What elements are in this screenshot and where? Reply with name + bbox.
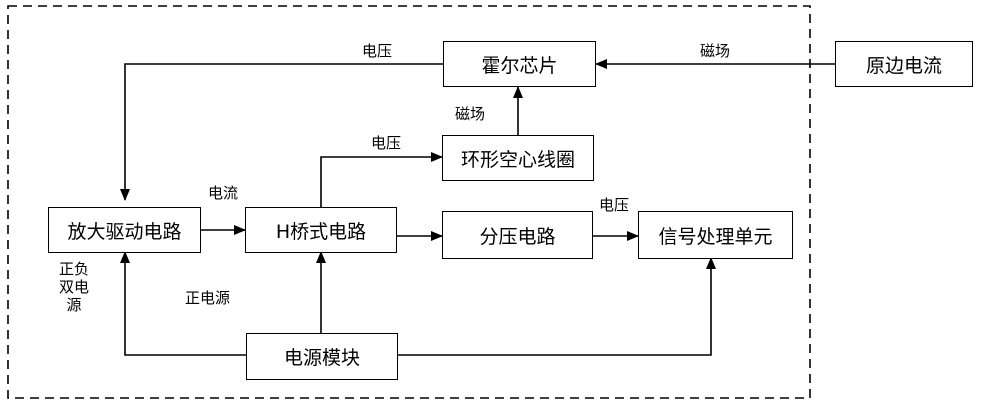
h-bridge-block: H桥式电路 bbox=[245, 207, 397, 253]
system-boundary bbox=[7, 5, 811, 399]
label-divider-to-signal: 电压 bbox=[599, 196, 630, 214]
toroidal-coil-block: 环形空心线圈 bbox=[442, 135, 594, 181]
label-dual-supply-line1: 正负 bbox=[58, 260, 90, 278]
label-dual-supply-line2: 双电 bbox=[58, 278, 90, 296]
power-module-block: 电源模块 bbox=[246, 333, 398, 380]
primary-current-block: 原边电流 bbox=[835, 41, 973, 87]
edge-power-to-amp bbox=[120, 251, 246, 356]
label-power-to-amp: 正负 双电 源 bbox=[54, 260, 94, 314]
label-dual-supply-line3: 源 bbox=[66, 296, 82, 314]
edge-hbridge-to-coil bbox=[320, 152, 443, 207]
signal-processing-block: 信号处理单元 bbox=[638, 211, 793, 259]
amplifier-drive-block: 放大驱动电路 bbox=[48, 207, 201, 253]
voltage-divider-block: 分压电路 bbox=[442, 211, 593, 259]
label-power-to-hbridge: 正电源 bbox=[185, 289, 231, 307]
label-primary-to-hall: 磁场 bbox=[700, 42, 731, 60]
label-hbridge-to-coil: 电压 bbox=[371, 134, 402, 152]
edge-power-to-signal bbox=[398, 257, 716, 356]
hall-chip-block: 霍尔芯片 bbox=[443, 41, 596, 87]
label-hall-to-amp: 电压 bbox=[362, 42, 393, 60]
edge-hall-to-amp bbox=[120, 63, 443, 201]
label-amp-to-hbridge: 电流 bbox=[208, 184, 239, 202]
label-coil-to-hall: 磁场 bbox=[455, 105, 486, 123]
